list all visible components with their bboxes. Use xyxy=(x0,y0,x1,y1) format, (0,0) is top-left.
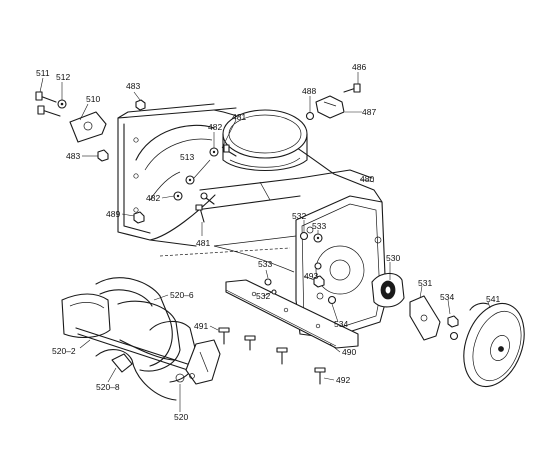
bearing-530 xyxy=(371,272,405,308)
label-520-2: 520–2 xyxy=(52,346,76,356)
label-488: 488 xyxy=(302,86,316,96)
label-512: 512 xyxy=(56,72,70,82)
label-534-right: 534 xyxy=(440,292,454,302)
label-531: 531 xyxy=(418,278,432,288)
label-491: 491 xyxy=(194,321,208,331)
leader-lines xyxy=(39,72,491,412)
bracket-487 xyxy=(315,95,345,119)
label-541: 541 xyxy=(486,294,500,304)
label-486: 486 xyxy=(352,62,366,72)
label-513: 513 xyxy=(180,152,194,162)
label-481-bottom: 481 xyxy=(196,238,210,248)
label-487: 487 xyxy=(362,107,376,117)
plate-510 xyxy=(69,111,107,143)
label-510: 510 xyxy=(86,94,100,104)
label-534-mid: 534 xyxy=(334,319,348,329)
label-483-left: 483 xyxy=(66,151,80,161)
label-530: 530 xyxy=(386,253,400,263)
label-520-8: 520–8 xyxy=(96,382,120,392)
label-483-top: 483 xyxy=(126,81,140,91)
auger-assembly xyxy=(61,277,221,401)
label-482-mid: 482 xyxy=(146,193,160,203)
label-511: 511 xyxy=(36,68,50,78)
label-533-top: 533 xyxy=(312,221,326,231)
label-480: 480 xyxy=(360,174,374,184)
label-481-top: 481 xyxy=(232,112,246,122)
label-489: 489 xyxy=(106,209,120,219)
label-520: 520 xyxy=(174,412,188,422)
auger-housing xyxy=(117,103,387,339)
label-520-6: 520–6 xyxy=(170,290,194,300)
label-532-top: 532 xyxy=(292,211,306,221)
pulley-541 xyxy=(463,302,525,388)
part-labels: 511 512 510 483 483 481 482 513 482 489 … xyxy=(36,62,500,422)
label-532-mid: 532 xyxy=(256,291,270,301)
scraper-bar xyxy=(225,279,359,349)
label-533-mid: 533 xyxy=(258,259,272,269)
fasteners xyxy=(35,83,459,385)
label-493: 493 xyxy=(304,271,318,281)
plate-531 xyxy=(409,295,441,341)
label-490: 490 xyxy=(342,347,356,357)
label-482-top: 482 xyxy=(208,122,222,132)
label-492: 492 xyxy=(336,375,350,385)
